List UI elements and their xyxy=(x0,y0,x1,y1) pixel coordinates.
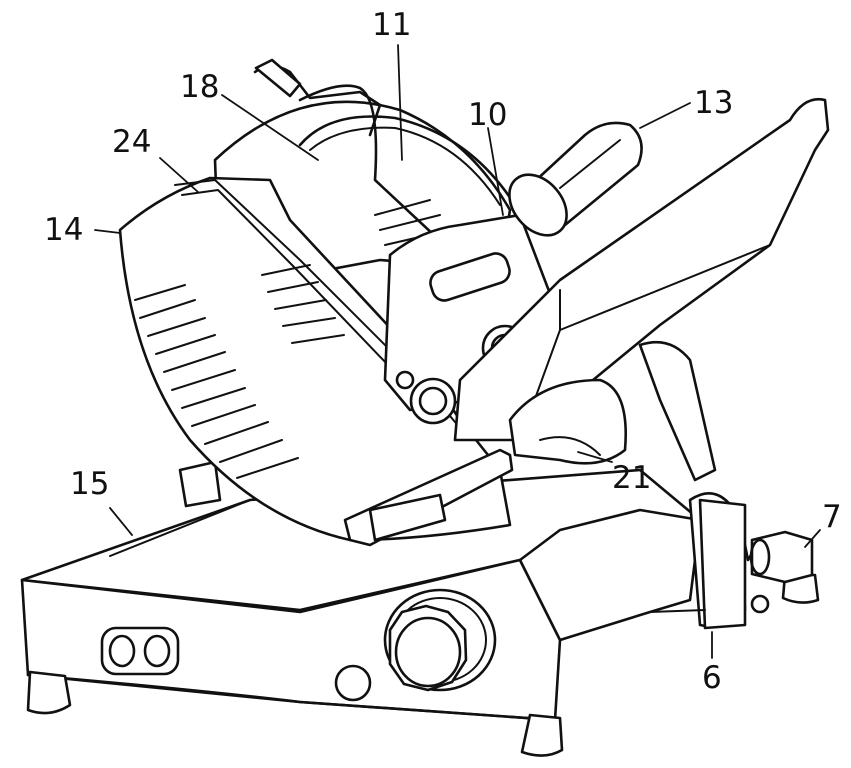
motor-housing xyxy=(508,378,627,465)
slice-plate xyxy=(343,448,514,547)
label-14: 14 xyxy=(44,212,83,248)
thickness-knob xyxy=(383,588,497,692)
base-housing xyxy=(20,460,762,722)
label-15: 15 xyxy=(70,466,109,502)
label-11: 11 xyxy=(372,7,411,43)
carriage-arm xyxy=(453,97,830,442)
label-21: 21 xyxy=(612,460,651,496)
label-7: 7 xyxy=(822,499,842,535)
label-24: 24 xyxy=(112,124,151,160)
leader-lines xyxy=(94,44,821,659)
side-knob xyxy=(749,530,814,614)
label-6: 6 xyxy=(702,660,722,696)
label-13: 13 xyxy=(694,85,733,121)
label-10: 10 xyxy=(468,97,507,133)
part-labels: 11 18 10 13 24 14 15 21 7 6 xyxy=(44,7,842,696)
label-18: 18 xyxy=(180,69,219,105)
switch-panel xyxy=(100,626,180,676)
feet xyxy=(26,573,820,757)
indicator-circle xyxy=(334,664,372,702)
support-arm xyxy=(638,340,717,482)
